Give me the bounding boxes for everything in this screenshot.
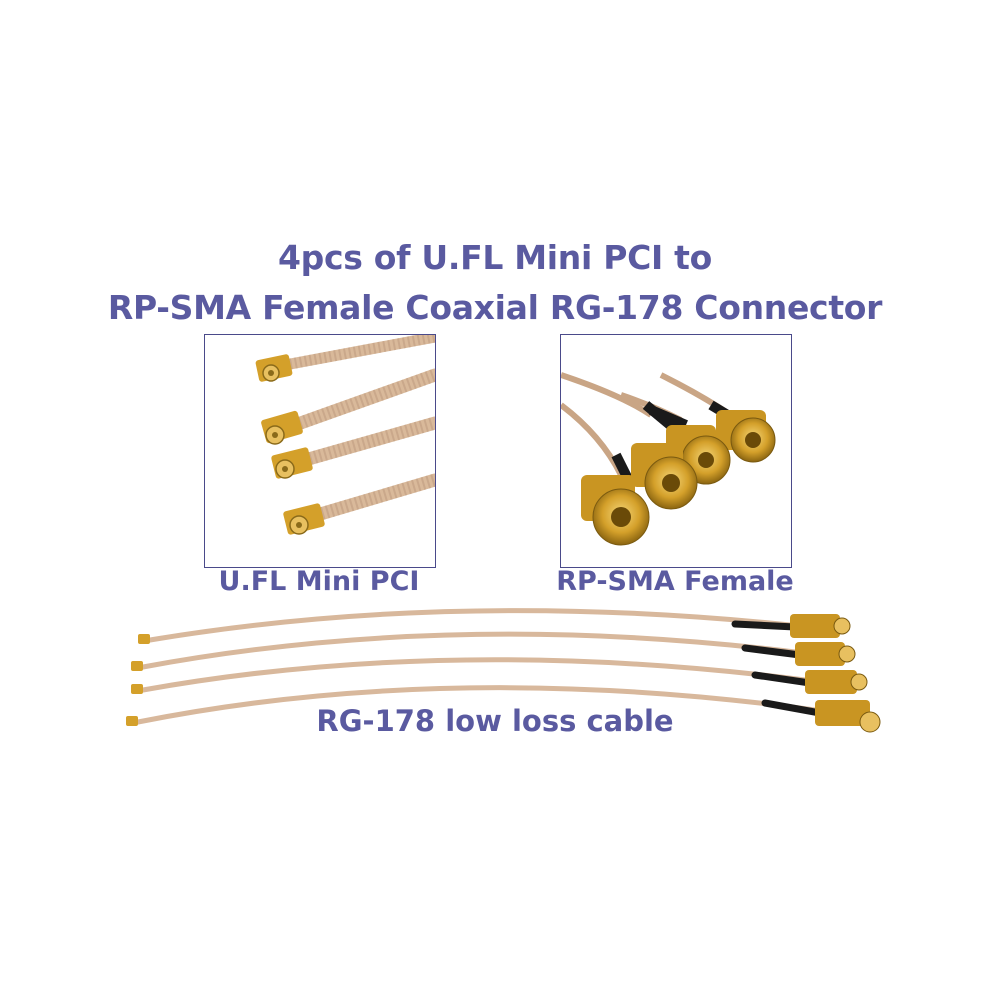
rp-sma-caption: RP-SMA Female — [556, 566, 794, 597]
rp-sma-connector-photo — [560, 334, 792, 568]
title-line-2: RP-SMA Female Coaxial RG-178 Connector — [107, 288, 883, 327]
long-cable-4 — [135, 685, 818, 725]
ufl-cable-1 — [255, 335, 435, 382]
ufl-caption: U.FL Mini PCI — [218, 566, 420, 597]
long-cable-2 — [140, 631, 798, 670]
cable-caption: RG-178 low loss cable — [316, 704, 674, 738]
long-cable-3 — [140, 657, 808, 693]
sma-connector-1 — [716, 410, 776, 463]
sma-connector-3 — [631, 443, 698, 510]
sma-connector-4 — [581, 475, 650, 546]
ufl-cable-3 — [271, 416, 435, 479]
ufl-cable-2 — [261, 368, 435, 445]
long-cable-1 — [147, 608, 793, 643]
ufl-connector-photo — [204, 334, 436, 568]
ufl-cable-4 — [283, 473, 435, 535]
title-line-1: 4pcs of U.FL Mini PCI to — [277, 238, 713, 277]
